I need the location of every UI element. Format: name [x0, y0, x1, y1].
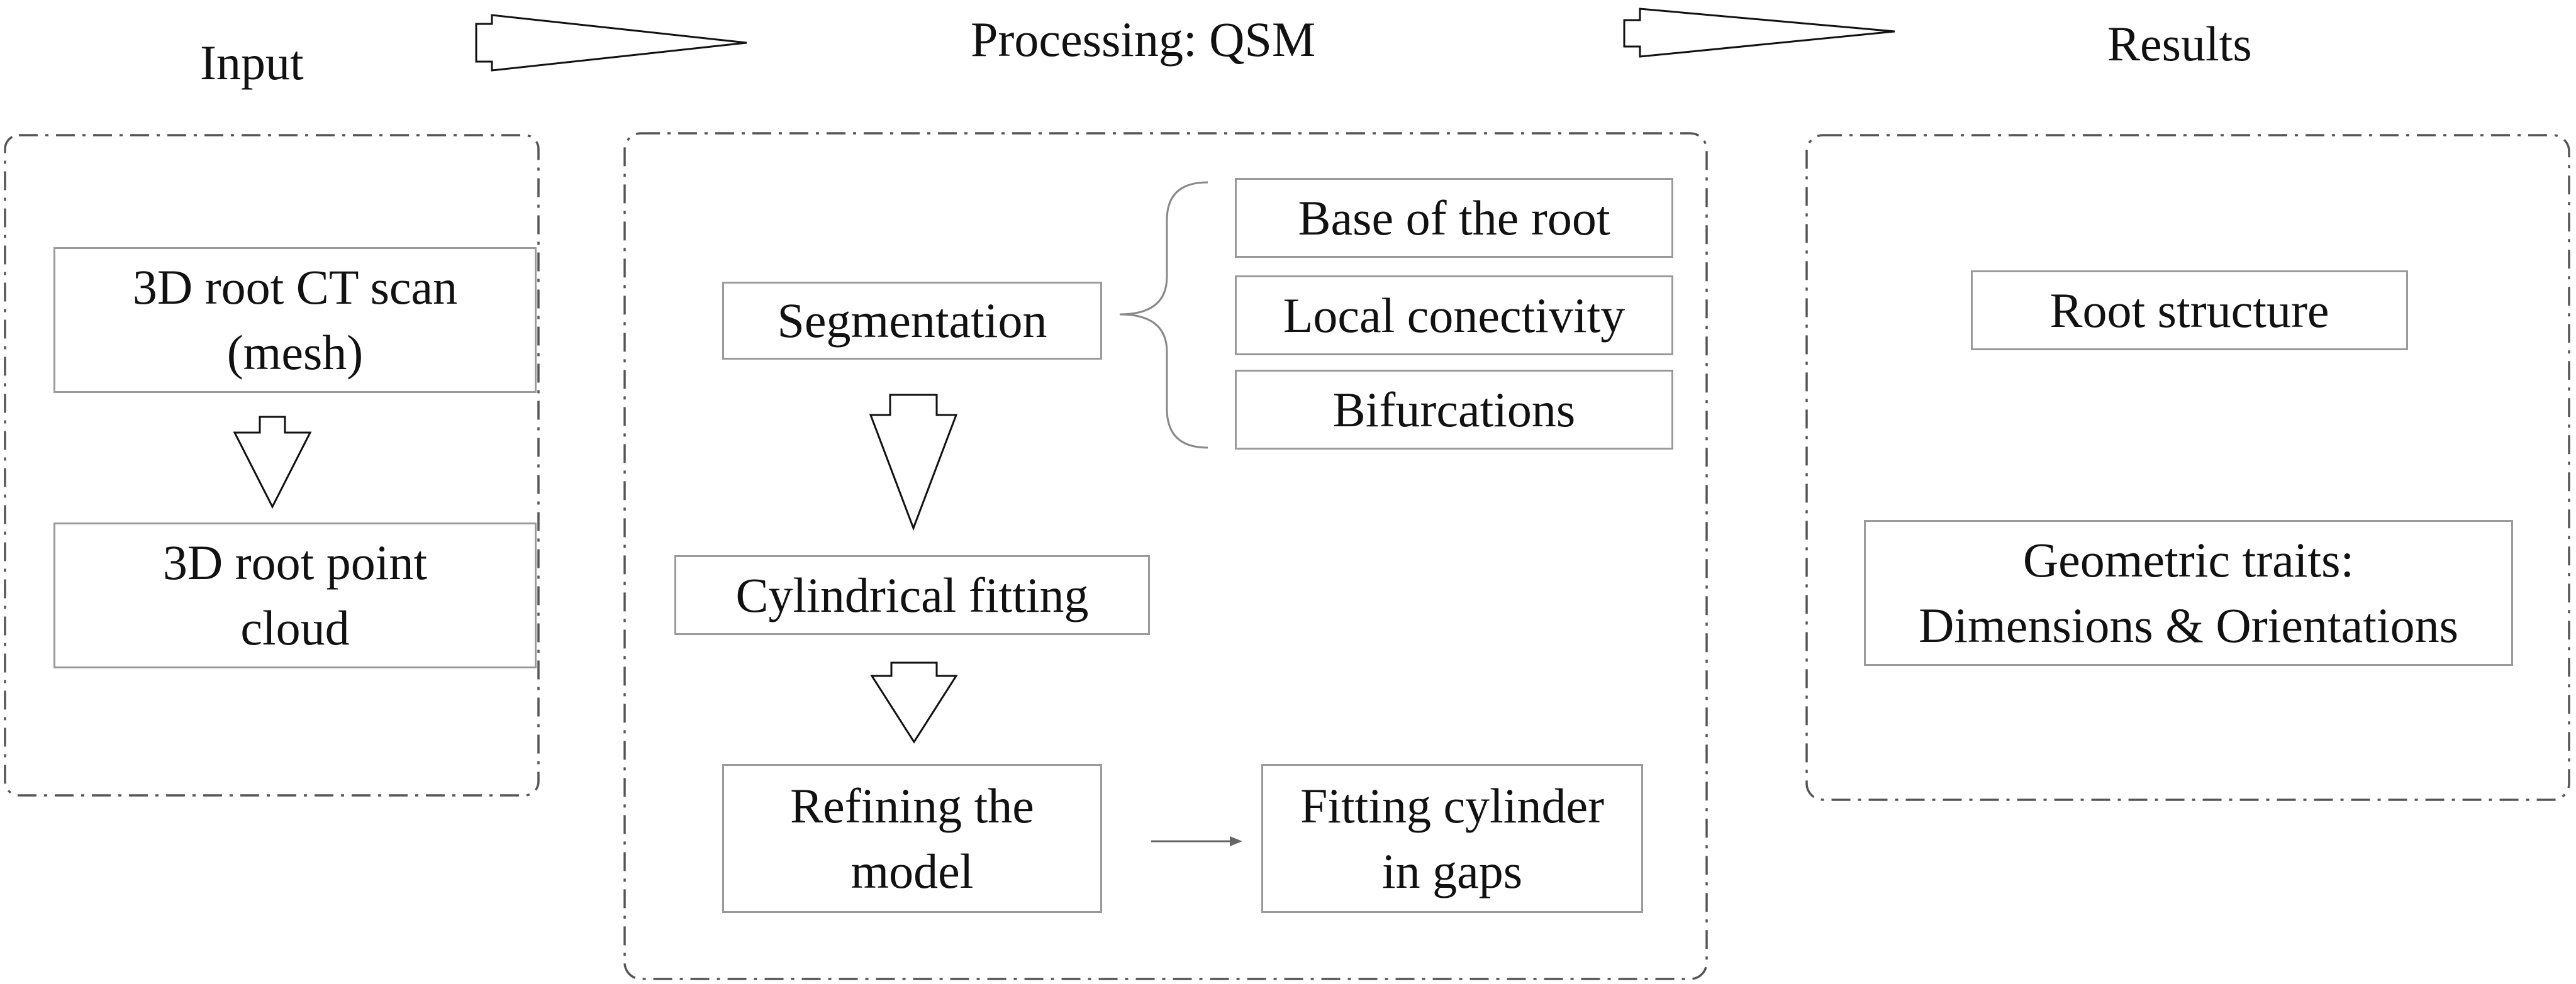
- ct-scan-box: 3D root CT scan (mesh): [53, 247, 537, 393]
- input-to-processing-arrow: [475, 14, 747, 72]
- results-header: Results: [2107, 16, 2252, 71]
- segmentation-brace-icon: [1119, 181, 1208, 449]
- processing-panel: [623, 132, 1708, 980]
- processing-to-results-arrow: [1623, 8, 1895, 58]
- refine-to-gaps-arrowhead-icon: [1230, 836, 1242, 846]
- fitting-down-arrow: [870, 661, 958, 744]
- point-cloud-box: 3D root point cloud: [53, 522, 537, 668]
- segmentation-output-connectivity: Local conectivity: [1235, 275, 1673, 355]
- root-structure-box: Root structure: [1971, 270, 2408, 350]
- refining-model-box: Refining the model: [722, 764, 1102, 913]
- segmentation-output-base: Base of the root: [1235, 178, 1673, 258]
- results-panel: [1805, 134, 2570, 801]
- processing-header: Processing: QSM: [971, 12, 1316, 67]
- fitting-gaps-box: Fitting cylinder in gaps: [1261, 764, 1643, 913]
- input-down-arrow: [233, 416, 312, 509]
- segmentation-box: Segmentation: [722, 282, 1102, 360]
- segmentation-down-arrow: [869, 394, 958, 531]
- segmentation-output-bifurcations: Bifurcations: [1235, 370, 1673, 450]
- cylindrical-fitting-box: Cylindrical fitting: [674, 555, 1150, 635]
- input-panel: [4, 134, 540, 797]
- input-header: Input: [200, 35, 304, 90]
- geometric-traits-box: Geometric traits: Dimensions & Orientati…: [1864, 520, 2513, 666]
